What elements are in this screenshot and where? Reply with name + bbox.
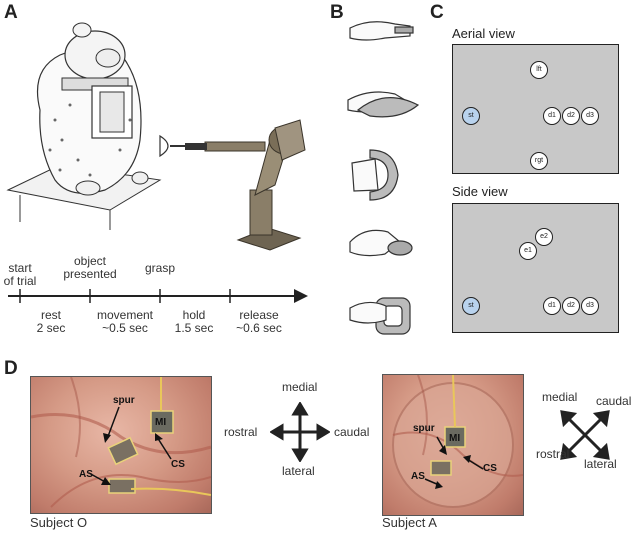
annotation-cs: CS xyxy=(483,463,497,474)
phase-release: release~0.6 sec xyxy=(226,309,292,335)
target-d3: d3 xyxy=(581,107,599,125)
grasp-icon-3 xyxy=(351,149,399,201)
annotation-mi: MI xyxy=(155,417,167,428)
compass-o-caudal: caudal xyxy=(334,425,370,439)
annotation-as: AS xyxy=(411,471,425,482)
phase-duration: 1.5 sec xyxy=(174,321,214,335)
cortex-vessels xyxy=(31,377,211,508)
grasp-icon-4 xyxy=(349,229,413,257)
phase-movement: movement~0.5 sec xyxy=(92,309,158,335)
target-d1: d1 xyxy=(543,297,561,315)
compass-a-lateral: lateral xyxy=(584,457,617,471)
timeline-event-grasp: grasp xyxy=(135,262,185,275)
compass-a-arrows xyxy=(560,410,610,460)
annotation-as: AS xyxy=(79,469,93,480)
timeline-event-start: start of trial xyxy=(0,262,40,288)
phase-name: release xyxy=(239,308,279,322)
grasp-types-column xyxy=(347,21,420,335)
target-start: st xyxy=(462,297,480,315)
compass-o-rostral: rostral xyxy=(224,425,258,439)
timeline-axis xyxy=(8,289,308,303)
grasp-icon-5 xyxy=(349,297,411,335)
compass-o-medial: medial xyxy=(282,380,318,394)
target-d1: d1 xyxy=(543,107,561,125)
panel-label-b: B xyxy=(330,2,344,23)
robot-arm xyxy=(159,119,306,251)
target-start: st xyxy=(462,107,480,125)
target-e1: e1 xyxy=(519,242,537,260)
compass-a-rostral: rostral xyxy=(536,447,570,461)
timeline-event-label: start of trial xyxy=(3,261,37,288)
panel-label-c: C xyxy=(430,2,444,23)
timeline-event-label: object presented xyxy=(63,254,117,281)
phase-duration: 2 sec xyxy=(36,321,66,335)
phase-duration: ~0.6 sec xyxy=(236,321,282,335)
compass-o-lateral: lateral xyxy=(282,464,315,478)
grasp-icon-2 xyxy=(347,91,420,118)
phase-name: rest xyxy=(40,308,61,322)
annotation-mi: MI xyxy=(449,433,461,444)
compass-a-medial: medial xyxy=(542,390,578,404)
aerial-view-box: lft st d1 d2 d3 rgt xyxy=(452,44,619,174)
target-d3: d3 xyxy=(581,297,599,315)
compass-a-caudal: caudal xyxy=(596,394,632,408)
compass-o-arrows xyxy=(270,402,330,462)
target-rgt: rgt xyxy=(530,152,548,170)
cortex-vessels xyxy=(392,375,523,508)
phase-duration: ~0.5 sec xyxy=(102,321,148,335)
monkey-robot-illustration xyxy=(6,22,306,251)
side-view-box: e2 e1 st d1 d2 d3 xyxy=(452,203,619,333)
panel-label-a: A xyxy=(4,2,18,23)
grasp-icon-1 xyxy=(349,21,414,41)
panel-label-d: D xyxy=(4,358,18,379)
target-e2: e2 xyxy=(535,228,553,246)
subject-a-label: Subject A xyxy=(382,515,437,530)
annotation-cs: CS xyxy=(171,459,185,470)
subject-o-label: Subject O xyxy=(30,515,88,530)
target-d2: d2 xyxy=(562,297,580,315)
annotation-spur: spur xyxy=(413,423,435,434)
phase-name: movement xyxy=(96,308,154,322)
timeline-event-object: object presented xyxy=(58,255,122,281)
side-view-title: Side view xyxy=(452,184,508,199)
target-d2: d2 xyxy=(562,107,580,125)
subject-o-photo: spur MI CS AS xyxy=(30,376,212,514)
target-lft: lft xyxy=(530,61,548,79)
subject-a-photo: spur MI CS AS xyxy=(382,374,524,516)
phase-name: hold xyxy=(182,308,206,322)
aerial-view-title: Aerial view xyxy=(452,26,515,41)
annotation-spur: spur xyxy=(113,395,135,406)
timeline-event-label: grasp xyxy=(144,261,176,275)
